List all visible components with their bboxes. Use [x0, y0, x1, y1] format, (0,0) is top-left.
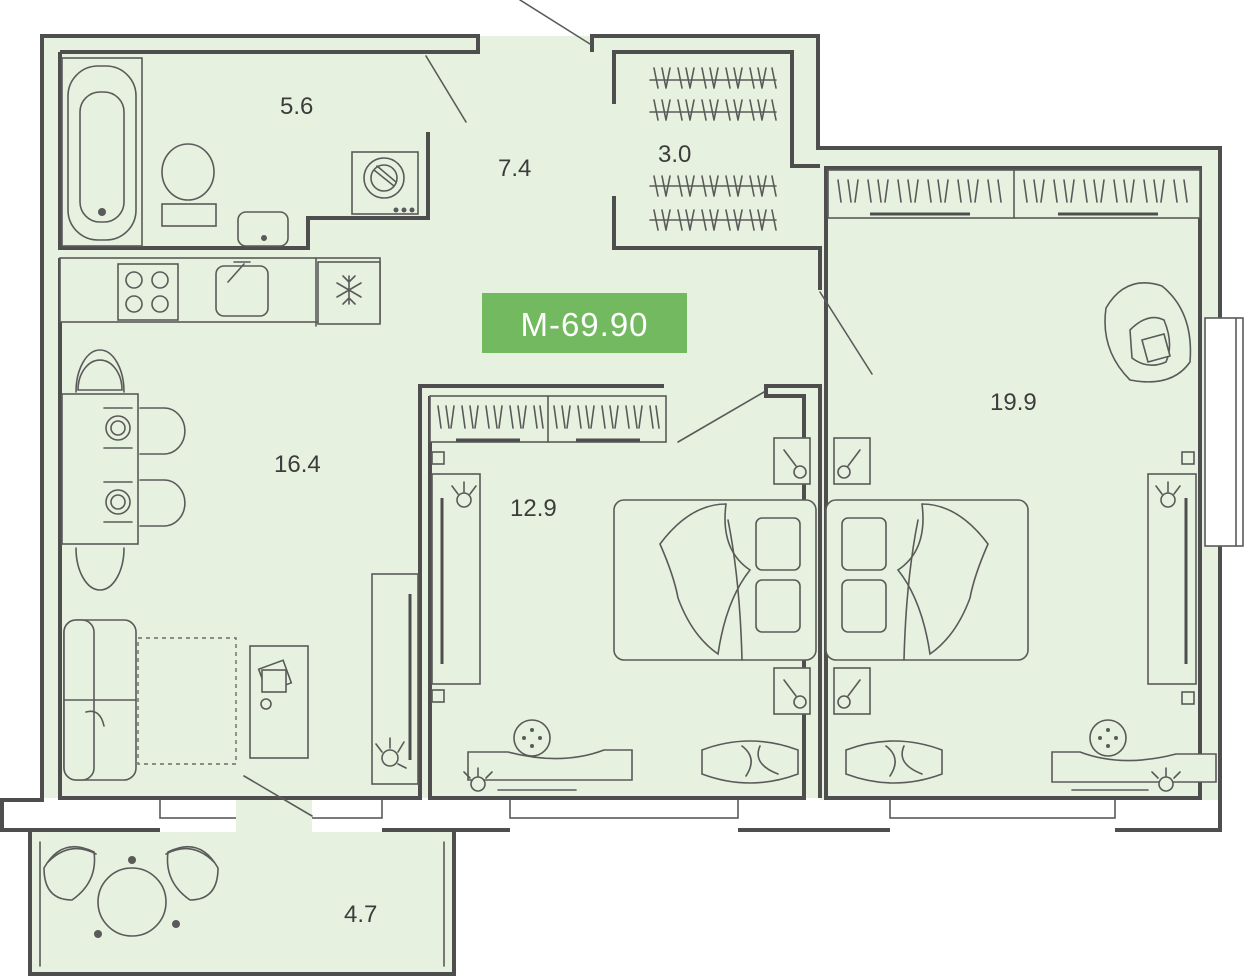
desk-icon	[467, 719, 633, 791]
bathtub-icon	[61, 57, 143, 247]
area-label-bedroom-large: 19.9	[990, 389, 1037, 416]
plant-icon	[1151, 767, 1181, 792]
bed-icon	[613, 499, 1029, 661]
fridge-icon	[317, 261, 381, 325]
tv-icon	[1147, 473, 1197, 685]
door-swing-icon	[425, 55, 467, 123]
plant-icon	[451, 481, 477, 508]
plant-icon	[463, 767, 493, 792]
plant-icon	[1155, 481, 1181, 508]
storage-shelves	[649, 67, 777, 231]
desk-icon	[1051, 719, 1217, 791]
plant-icon	[375, 737, 407, 769]
coffee-table	[249, 645, 309, 759]
area-label-storage: 3.0	[658, 141, 691, 168]
stove-icon	[117, 263, 179, 321]
armchair-icon	[845, 740, 943, 784]
door-swings	[243, 0, 873, 817]
area-label-kitchen-living: 16.4	[274, 451, 321, 478]
nightstand-lamp	[773, 437, 871, 715]
door-swing-icon	[677, 391, 765, 443]
sink-icon	[237, 211, 289, 247]
door-swing-icon	[819, 291, 873, 375]
sink-icon	[215, 261, 269, 317]
toilet-icon	[161, 143, 217, 227]
area-label-hallway: 7.4	[498, 155, 531, 182]
area-label-bedroom-small: 12.9	[510, 495, 557, 522]
door-swing-icon	[243, 775, 313, 817]
door-swing-icon	[519, 0, 591, 45]
washing-machine-icon	[351, 151, 419, 215]
walls	[0, 34, 1244, 976]
dining-table-icon	[61, 349, 186, 591]
wardrobe-icon	[827, 169, 1201, 219]
area-labels: 5.6 7.4 3.0 16.4 12.9 19.9 4.7	[274, 93, 1037, 928]
area-label-bathroom: 5.6	[280, 93, 313, 120]
armchair-icon	[1104, 282, 1192, 383]
area-badge: М-69.90	[482, 293, 687, 353]
balcony-table-icon	[43, 845, 219, 938]
area-label-balcony: 4.7	[344, 901, 377, 928]
area-badge-label: М-69.90	[520, 306, 648, 343]
tv-icon	[431, 473, 481, 685]
wardrobe-icon	[429, 395, 667, 443]
armchair-icon	[701, 740, 799, 784]
sofa-icon	[63, 619, 137, 781]
